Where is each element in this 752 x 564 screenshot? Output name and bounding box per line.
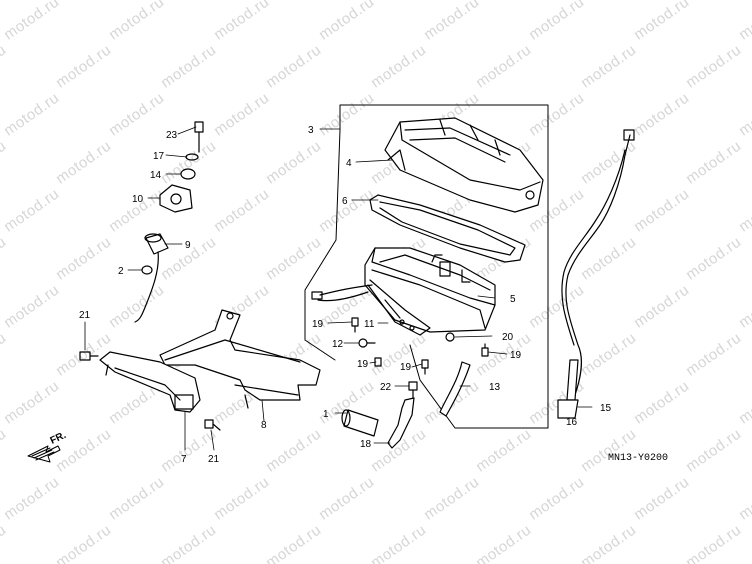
- callout-13: 13: [489, 382, 501, 393]
- callout-16: 16: [566, 417, 578, 428]
- callout-20: 20: [502, 332, 514, 343]
- holder-10: [159, 184, 193, 213]
- callout-19-d: 19: [510, 350, 522, 361]
- grommet-2: [141, 265, 153, 275]
- callout-12: 12: [332, 339, 344, 350]
- diagram-code: MN13-Y0200: [608, 453, 668, 464]
- stay-bracket-8: [159, 309, 321, 409]
- washer-17: [185, 153, 199, 161]
- stay-18: [387, 397, 415, 449]
- screw-19-c: [481, 343, 489, 357]
- callout-3: 3: [308, 125, 314, 136]
- callout-22: 22: [380, 382, 392, 393]
- rubber-1: [341, 409, 379, 437]
- socket-9: [134, 233, 169, 323]
- speedo-cable-15: [557, 129, 635, 419]
- callout-19-a: 19: [312, 319, 324, 330]
- callout-1: 1: [323, 409, 329, 420]
- direction-label: FR.: [49, 430, 68, 447]
- meter-panel: [311, 247, 496, 336]
- bracket-7: [99, 351, 201, 413]
- callout-19-c: 19: [400, 362, 412, 373]
- assembly-bracket-line: [339, 104, 549, 429]
- callout-17: 17: [153, 151, 165, 162]
- callout-2: 2: [118, 266, 124, 277]
- callout-18: 18: [360, 439, 372, 450]
- callout-21-b: 21: [208, 454, 220, 465]
- callout-7: 7: [181, 454, 187, 465]
- callout-11: 11: [364, 319, 375, 330]
- bolt-21-a: [79, 351, 99, 361]
- callout-21-a: 21: [79, 310, 91, 321]
- screw-23: [194, 121, 204, 153]
- screw-22: [408, 381, 418, 399]
- callout-8: 8: [261, 420, 267, 431]
- callout-14: 14: [150, 170, 162, 181]
- callout-15: 15: [600, 403, 612, 414]
- screw-12: [358, 338, 376, 348]
- callout-labels: 1 2 3 4 5 6 7 8 9 10 11 12 13 14 15 16 1…: [79, 125, 612, 465]
- meter-cover: [384, 117, 544, 213]
- callout-23: 23: [166, 130, 178, 141]
- tube-13: [439, 361, 471, 417]
- collar-14: [180, 168, 196, 180]
- callout-19-b: 19: [357, 359, 369, 370]
- bolt-21-b: [204, 419, 221, 431]
- screw-19-d: [374, 357, 382, 367]
- callout-10: 10: [132, 194, 144, 205]
- gasket: [369, 194, 526, 263]
- screw-19-b: [421, 359, 429, 375]
- leader-lines: [84, 126, 593, 451]
- grommet-20: [445, 332, 455, 342]
- front-direction-arrow: [27, 445, 61, 463]
- screw-19-a: [351, 317, 359, 333]
- callout-4: 4: [346, 158, 352, 169]
- callout-9: 9: [185, 240, 191, 251]
- callout-6: 6: [342, 196, 348, 207]
- callout-5: 5: [510, 294, 516, 305]
